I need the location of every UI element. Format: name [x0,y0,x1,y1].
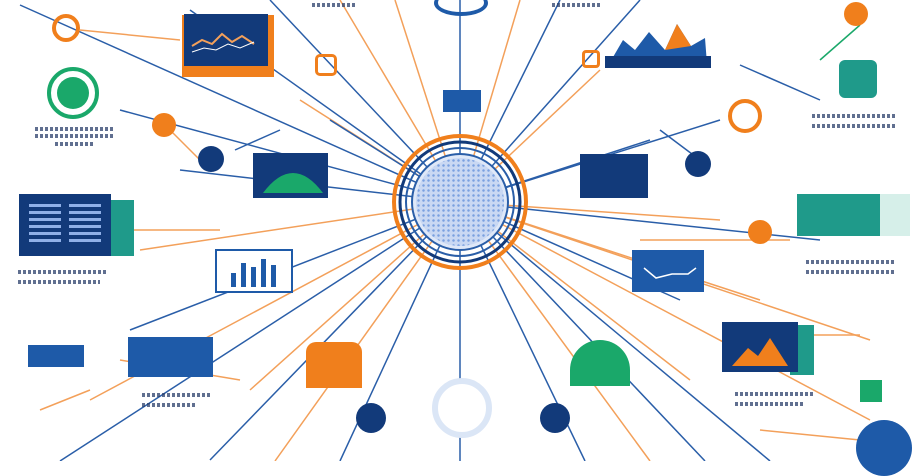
network-diagram [18,0,912,476]
connector-line [59,201,461,461]
area-chart-panel[interactable] [253,153,328,198]
text-line [142,403,197,407]
node-dot-3[interactable] [356,403,386,433]
line-graph-icon [191,32,255,53]
gear-icon[interactable] [570,340,630,386]
node-square-2[interactable] [582,50,600,68]
document-icon[interactable] [580,154,648,198]
node-dot-4[interactable] [540,403,570,433]
line-chart-panel[interactable] [184,14,268,66]
bar-chart-icon[interactable] [215,249,293,293]
text-line [735,402,805,406]
mountain-chart-icon[interactable] [605,20,711,68]
node-square-1[interactable] [315,54,337,76]
connector-line [234,129,281,151]
text-line [806,270,896,274]
text-line [18,280,100,284]
connector-line [739,64,821,101]
line-chart-panel-right[interactable] [632,250,704,292]
text-line [552,3,602,7]
connector-line [759,429,861,441]
connector-line [819,24,861,61]
text-line [812,114,896,118]
central-data-globe-icon [416,158,504,246]
image-icon[interactable] [306,342,362,388]
node-dot-5[interactable] [152,113,176,137]
connector-line [169,129,201,161]
text-line [735,392,815,396]
lightbulb-icon[interactable] [47,67,99,119]
connector-line [19,4,461,203]
connector-line [459,201,871,421]
text-line [55,142,95,146]
settings-panel[interactable] [797,194,883,236]
text-line [806,260,896,264]
download-icon[interactable] [860,380,882,402]
text-line [35,134,115,138]
connector-line [459,201,761,301]
folder-icon[interactable] [839,60,877,98]
text-line [812,124,896,128]
top-label-box [443,90,481,112]
node-dot-1[interactable] [198,146,224,172]
table-panel[interactable] [19,194,111,256]
message-panel[interactable] [128,337,213,377]
text-line [35,127,115,131]
text-line [142,393,212,397]
connector-line [79,29,181,41]
user-icon[interactable] [856,420,912,476]
node-ring-1[interactable] [728,99,762,133]
node-ring-2[interactable] [52,14,80,42]
left-label-bar [28,345,84,367]
node-dot-6[interactable] [748,220,772,244]
connector-line [274,201,461,461]
arrow-right-icon[interactable] [844,2,868,26]
mountain-panel[interactable] [722,322,798,372]
text-line [18,270,108,274]
settings-panel-side [880,194,910,236]
text-line [312,3,356,7]
checkmark-icon[interactable] [432,378,492,438]
connector-line [39,389,91,411]
node-dot-2[interactable] [685,151,711,177]
